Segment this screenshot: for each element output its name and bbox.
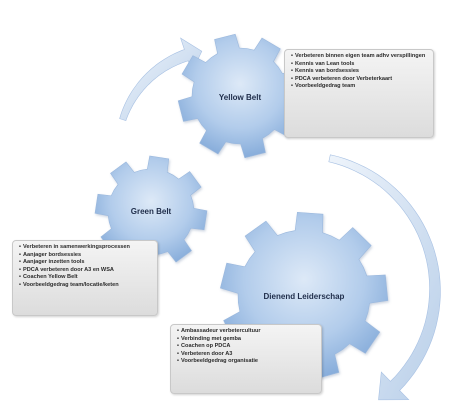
- gear-yellow-title: Yellow Belt: [219, 93, 262, 102]
- gear-green-belt: Green Belt: [94, 155, 208, 269]
- dienend-leiderschap-competences: Ambassadeur verbetercultuur Verbinding m…: [170, 324, 322, 394]
- list-item: Voorbeeldgedrag team: [291, 83, 429, 91]
- list-item: Verbinding met gemba: [177, 336, 317, 344]
- list-item: Kennis van bordsessies: [291, 68, 429, 76]
- list-item: Aanjager bordsessies: [19, 252, 153, 260]
- gear-dienend-title: Dienend Leiderschap: [264, 292, 345, 301]
- yellow-belt-competences: Verbeteren binnen eigen team adhv verspi…: [284, 49, 434, 138]
- list-item: Coachen op PDCA: [177, 343, 317, 351]
- list-item: Kennis van Lean tools: [291, 61, 429, 69]
- list-item: PDCA verbeteren door Verbeterkaart: [291, 76, 429, 84]
- list-item: Aanjager inzetten tools: [19, 259, 153, 267]
- gear-green-title: Green Belt: [131, 207, 172, 216]
- green-belt-competences: Verbeteren in samenwerkingsprocessen Aan…: [12, 240, 158, 316]
- list-item: Verbeteren binnen eigen team adhv verspi…: [291, 53, 429, 61]
- list-item: Coachen Yellow Belt: [19, 274, 153, 282]
- list-item: Ambassadeur verbetercultuur: [177, 328, 317, 336]
- gear-green-shape: [94, 155, 208, 269]
- list-item: Voorbeeldgedrag organisatie: [177, 358, 317, 366]
- cycle-arrow-right: [328, 154, 441, 401]
- list-item: Voorbeeldgedrag team/locatie/keten: [19, 282, 153, 290]
- list-item: Verbeteren in samenwerkingsprocessen: [19, 244, 153, 252]
- list-item: PDCA verbeteren door A3 en WSA: [19, 267, 153, 275]
- list-item: Verbeteren door A3: [177, 351, 317, 359]
